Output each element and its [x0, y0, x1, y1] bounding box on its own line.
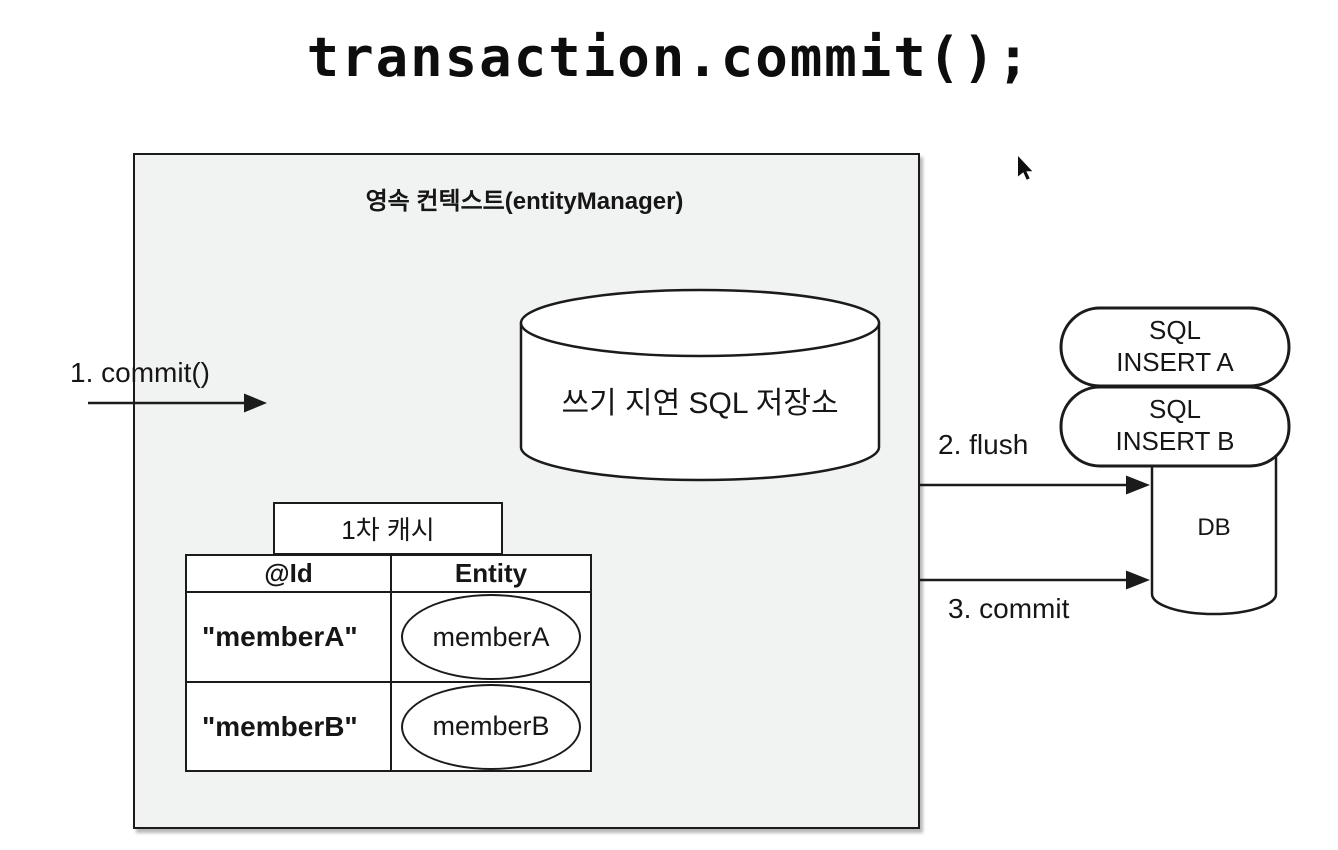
table-row-id-memberb: "memberB" [187, 683, 392, 770]
sql-insert-b-label: SQL INSERT B [1061, 387, 1289, 465]
db-label: DB [1197, 514, 1231, 541]
sql-store-label: 쓰기 지연 SQL 저장소 [561, 387, 839, 420]
first-level-cache-tab: 1차 캐시 [273, 502, 503, 555]
entity-ellipse-membera: memberA [401, 594, 581, 680]
sql-insert-a-line2: INSERT A [1116, 347, 1234, 377]
first-level-cache-table: @Id Entity "memberA" memberA "memberB" m… [185, 554, 592, 772]
page-title: transaction.commit(); [306, 26, 1032, 89]
table-row-entity-membera: memberA [392, 593, 590, 683]
flush-arrow [918, 475, 1150, 495]
sql-insert-b-line2: INSERT B [1115, 426, 1235, 456]
mouse-pointer-icon [1018, 156, 1033, 180]
flush-arrow-label: 2. flush [938, 429, 1029, 460]
sql-insert-a-label: SQL INSERT A [1061, 308, 1289, 386]
persistence-context-label: 영속 컨텍스트(entityManager) [365, 188, 684, 215]
commit-out-arrow-label: 3. commit [948, 593, 1070, 624]
entity-ellipse-memberb: memberB [401, 683, 581, 770]
column-header-entity: Entity [392, 556, 590, 593]
table-row-entity-memberb: memberB [392, 683, 590, 770]
sql-insert-b-line1: SQL [1148, 394, 1202, 425]
commit-in-arrow-label: 1. commit() [70, 357, 210, 388]
sql-insert-a-line1: SQL [1148, 315, 1202, 346]
commit-out-arrow [918, 570, 1150, 590]
table-row-id-membera: "memberA" [187, 593, 392, 683]
column-header-id: @Id [187, 556, 392, 593]
